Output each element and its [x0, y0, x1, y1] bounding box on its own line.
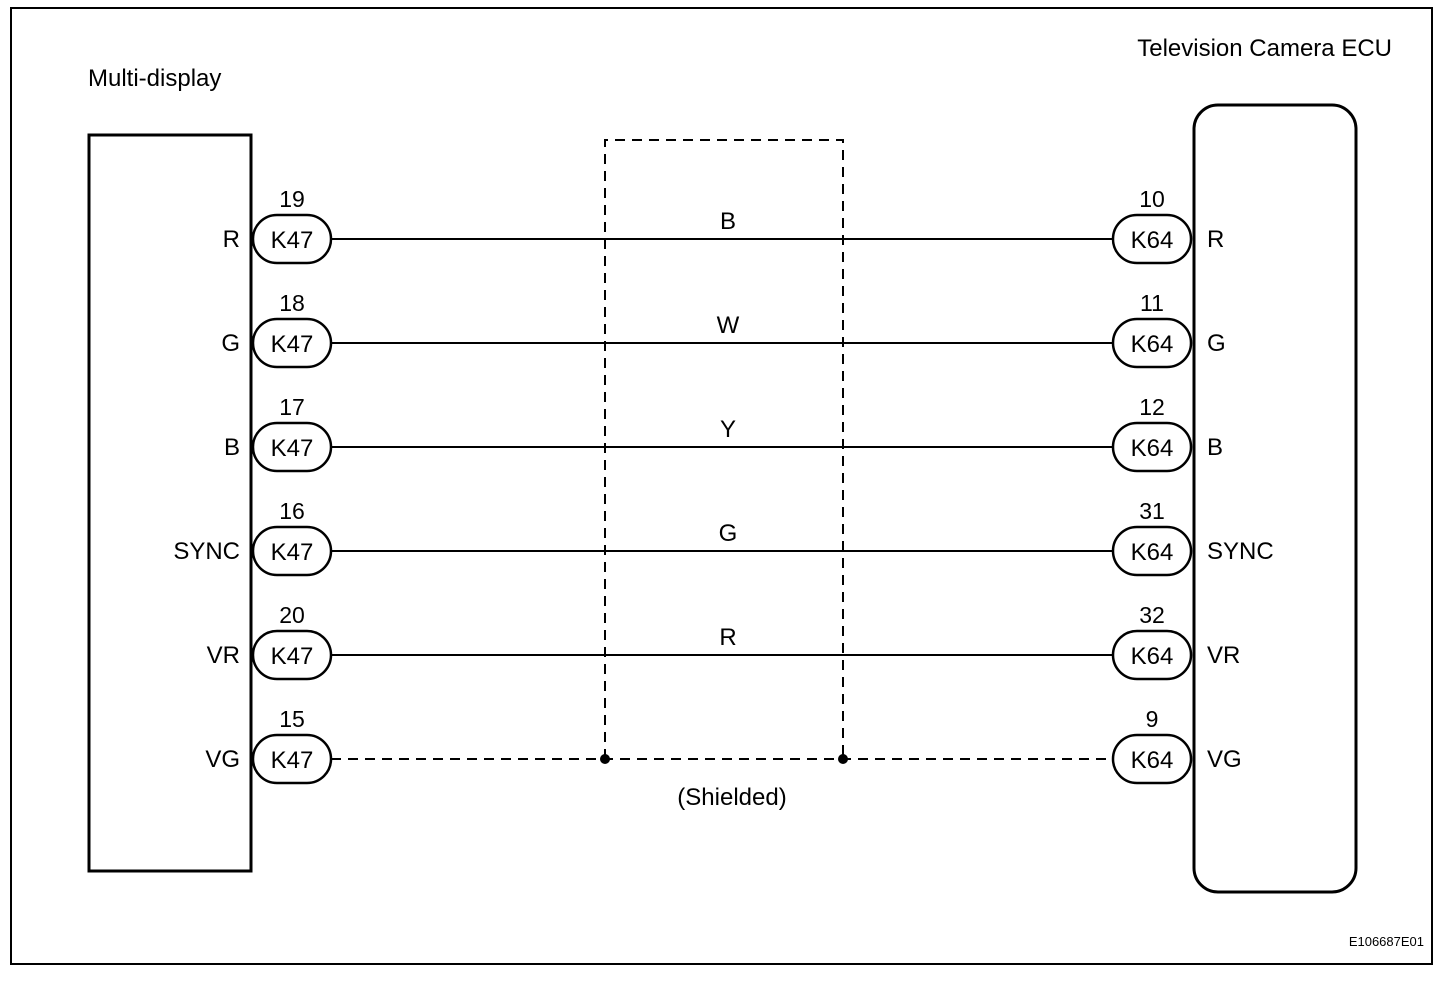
shield-junction-left	[600, 754, 610, 764]
shield-outline	[604, 139, 844, 759]
right-terminal-label: VR	[1207, 642, 1240, 669]
connector-k64-label: K64	[1131, 643, 1174, 670]
wire-color-label: G	[719, 520, 738, 547]
right-pin-number: 9	[1146, 706, 1159, 732]
connector-k47-label: K47	[271, 435, 314, 462]
connector-k47	[251, 317, 333, 369]
connector-k64-label: K64	[1131, 227, 1174, 254]
wire-color-label: Y	[720, 416, 736, 443]
connector-k64	[1111, 525, 1193, 577]
right-component-title: Television Camera ECU	[1137, 35, 1392, 62]
right-pin-number: 31	[1139, 498, 1165, 524]
connector-k64	[1111, 421, 1193, 473]
diagram-frame	[10, 7, 1433, 965]
connector-k64-label: K64	[1131, 331, 1174, 358]
connector-k47	[251, 421, 333, 473]
right-pin-number: 10	[1139, 186, 1165, 212]
left-terminal-label: VR	[207, 642, 240, 669]
wire-color-label: R	[719, 624, 736, 651]
connector-k64-label: K64	[1131, 435, 1174, 462]
shield-junction-right	[838, 754, 848, 764]
right-terminal-label: VG	[1207, 746, 1242, 773]
multi-display-box	[87, 133, 253, 873]
left-pin-number: 17	[279, 394, 305, 420]
right-terminal-label: B	[1207, 434, 1223, 461]
left-terminal-label: R	[223, 226, 240, 253]
camera-ecu-box	[1192, 103, 1358, 894]
right-terminal-label: R	[1207, 226, 1224, 253]
connector-k64	[1111, 317, 1193, 369]
right-pin-number: 12	[1139, 394, 1165, 420]
connector-k64	[1111, 629, 1193, 681]
left-terminal-label: VG	[205, 746, 240, 773]
shield-label: (Shielded)	[677, 784, 786, 811]
connector-k47	[251, 213, 333, 265]
wire-color-label: B	[720, 208, 736, 235]
right-terminal-label: SYNC	[1207, 538, 1274, 565]
right-terminal-label: G	[1207, 330, 1226, 357]
connector-k47-label: K47	[271, 331, 314, 358]
left-pin-number: 16	[279, 498, 305, 524]
connector-k47	[251, 525, 333, 577]
right-pin-number: 32	[1139, 602, 1165, 628]
left-pin-number: 18	[279, 290, 305, 316]
connector-k64	[1111, 733, 1193, 785]
connector-k47-label: K47	[271, 227, 314, 254]
left-pin-number: 19	[279, 186, 305, 212]
left-terminal-label: G	[221, 330, 240, 357]
connector-k64-label: K64	[1131, 747, 1174, 774]
left-pin-number: 20	[279, 602, 305, 628]
left-terminal-label: B	[224, 434, 240, 461]
connector-k64	[1111, 213, 1193, 265]
connector-k47-label: K47	[271, 539, 314, 566]
connector-k47-label: K47	[271, 747, 314, 774]
connector-k47	[251, 733, 333, 785]
left-terminal-label: SYNC	[173, 538, 240, 565]
left-component-title: Multi-display	[88, 65, 221, 92]
connector-k47-label: K47	[271, 643, 314, 670]
connector-k47	[251, 629, 333, 681]
left-pin-number: 15	[279, 706, 305, 732]
connector-k64-label: K64	[1131, 539, 1174, 566]
wire-color-label: W	[717, 312, 740, 339]
right-pin-number: 11	[1140, 290, 1164, 316]
figure-id: E106687E01	[1349, 934, 1424, 949]
